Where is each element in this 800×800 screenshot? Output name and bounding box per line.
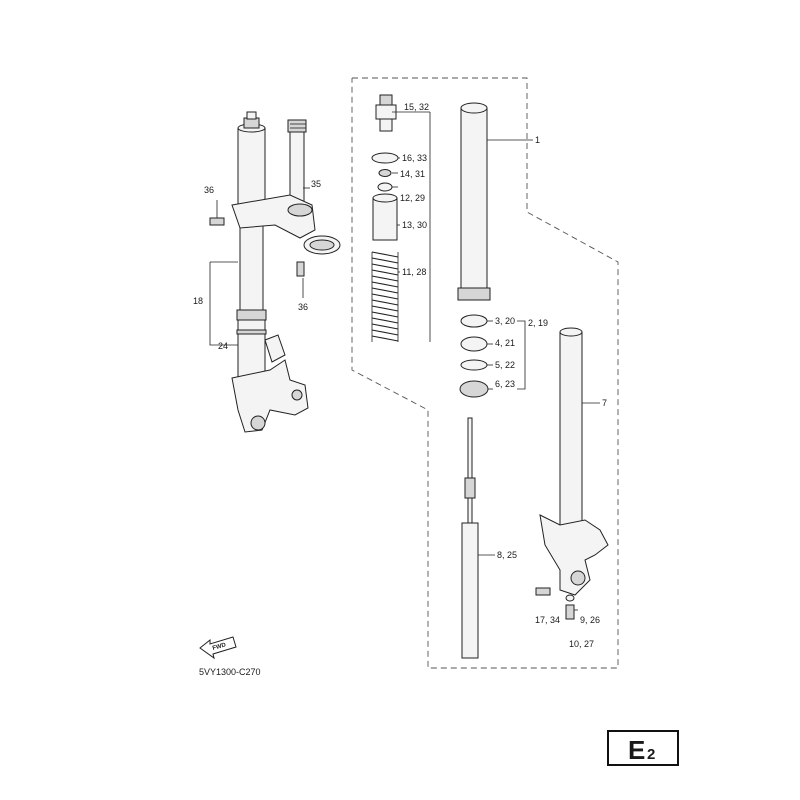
callout-4-21: 4, 21 (495, 338, 515, 348)
callout-15-32: 15, 32 (404, 102, 429, 112)
callout-35: 35 (311, 179, 321, 189)
exploded-parts-column (371, 94, 609, 659)
callout-1: 1 (535, 135, 540, 145)
callout-11-28: 11, 28 (402, 267, 426, 277)
diagram-code: 5VY1300-C270 (199, 667, 261, 677)
page-badge-number: 2 (647, 746, 655, 763)
callout-8-25: 8, 25 (497, 550, 517, 560)
callout-14-31: 14, 31 (400, 169, 425, 179)
callout-36-bottom: 36 (298, 302, 308, 312)
callout-9-26: 9, 26 (580, 615, 600, 625)
callout-7: 7 (602, 398, 607, 408)
callout-18: 18 (193, 296, 203, 306)
callout-labels: 15, 32 16, 33 14, 31 12, 29 13, 30 11, 2… (193, 102, 607, 649)
forward-arrow-icon: FWD (199, 636, 237, 660)
page-badge: E 2 (607, 730, 679, 766)
callout-3-20: 3, 20 (495, 316, 515, 326)
callout-2-19: 2, 19 (528, 318, 548, 328)
callout-6-23: 6, 23 (495, 379, 515, 389)
spring-coils (371, 251, 399, 342)
callout-16-33: 16, 33 (402, 153, 427, 163)
callout-17-34: 17, 34 (535, 615, 560, 625)
callout-leader-lines (209, 111, 600, 611)
callout-13-30: 13, 30 (402, 220, 427, 230)
callout-5-22: 5, 22 (495, 360, 515, 370)
assembled-fork-illustration (209, 111, 341, 433)
callout-12-29: 12, 29 (400, 193, 425, 203)
callout-36-top: 36 (204, 185, 214, 195)
fwd-label: FWD (212, 642, 227, 652)
callout-24: 24 (218, 341, 228, 351)
assembly-boundary-lines (351, 77, 619, 669)
page-badge-letter: E (628, 735, 645, 765)
callout-10-27: 10, 27 (569, 639, 594, 649)
